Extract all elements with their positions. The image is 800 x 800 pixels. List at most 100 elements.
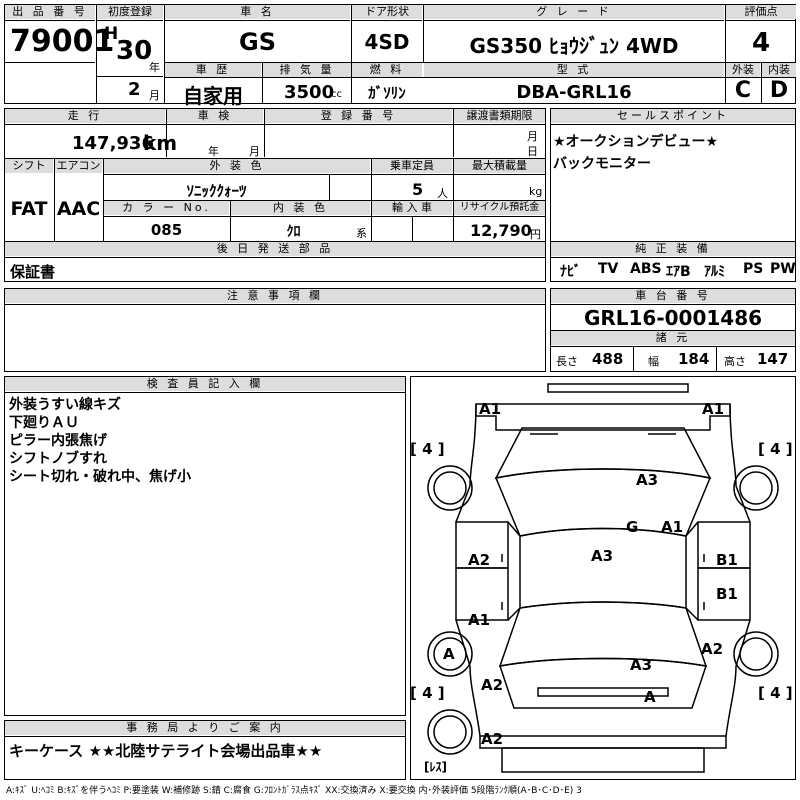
exterior-color-header: 外 装 色 [104,159,370,173]
history-header: 車 歴 [165,63,261,77]
damage-mark: A1 [661,518,684,536]
damage-mark: G [626,518,639,536]
transfer-day: 日 [527,145,538,158]
door-type-header: ドア形状 [352,5,422,19]
inspector-box [4,376,406,716]
caution-header: 注 意 事 項 欄 [5,289,545,303]
shift-header: シフト [5,159,53,173]
inspector-note-5: シート切れ・破れ中、焦げ小 [9,469,191,485]
evaluation-score: 4 [751,28,771,58]
grade-header: グ レ ー ド [424,5,724,19]
damage-mark: A2 [468,551,491,569]
sales-point-box [550,108,796,282]
tire-depth-rear-right: [ 4 ] [758,684,793,702]
legend: A:ｷｽﾞ U:ﾍｺﾐ B:ｷｽﾞを伴うﾍｺﾐ P:要塗装 W:補修跡 S:錆 … [6,786,582,796]
fuel: ｶﾞｿﾘﾝ [368,84,406,102]
damage-mark: A1 [479,400,502,418]
width-value: 184 [678,350,710,368]
interior-color-unit: 系 [356,227,367,240]
inspector-note-3: ピラー内張焦げ [9,433,107,449]
era: H [104,24,119,44]
length-value: 488 [592,350,624,368]
inspection-month: 月 [249,145,260,158]
equipment-pw: PW [770,261,796,277]
equipment-airbag: ｴｱB [666,264,691,280]
inspector-note-4: シフトノブすれ [9,451,107,467]
lot-number-header: 出 品 番 号 [5,5,95,19]
fuel-header: 燃 料 [352,63,422,77]
office-header: 事 務 局 よ り ご 案 内 [5,721,405,735]
car-name-header: 車 名 [165,5,350,19]
interior-color-header: 内 装 色 [231,201,370,215]
equipment-abs: ABS [630,261,662,277]
chassis-number-header: 車 台 番 号 [551,289,795,303]
color-number-header: カ ラ ー No. [104,201,229,215]
car-name: GS [239,28,276,56]
load-unit: kg [529,185,543,198]
damage-mark: A1 [468,611,491,629]
score-header: 評価点 [726,5,796,19]
inspector-note-1: 外装うすい線キズ [9,397,121,413]
transfer-deadline-header: 譲渡書類期限 [454,109,545,123]
height-value: 147 [757,350,789,368]
car-diagram [427,383,779,773]
grade: GS350 ﾋｮｳｼﾞｭﾝ 4WD [469,34,679,58]
spare-tire: [ﾚｽ] [424,760,447,774]
inspection-year: 年 [208,145,219,158]
damage-mark: A [644,688,656,706]
year-unit: 年 [149,61,160,74]
import-header: 輸 入 車 [372,201,452,215]
tire-depth-front-right: [ 4 ] [758,440,793,458]
model-code-header: 型 式 [424,63,724,77]
later-parts: 保証書 [10,263,56,281]
plate-header: 登 録 番 号 [265,109,452,123]
exterior-grade: C [734,78,752,103]
damage-diagram-box [410,376,796,780]
equipment-ps: PS [743,261,764,277]
registration-month: 2 [128,79,141,100]
sales-point-header: セールスポイント [551,109,795,123]
month-unit: 月 [149,89,160,102]
displacement-header: 排 気 量 [263,63,351,77]
capacity-header: 乗車定員 [372,159,452,173]
registration-year: 30 [116,36,153,66]
length-label: 長さ [556,355,578,368]
capacity-unit: 人 [437,187,448,200]
tire-depth-rear-left: [ 4 ] [410,684,445,702]
shift-type: FAT [10,198,48,220]
recycle-unit: 円 [530,228,541,241]
damage-mark: A [443,645,455,663]
vehicle-history: 自家用 [183,84,243,108]
top-info-table [4,4,796,104]
sales-point-1: ★オークションデビュー★ [553,134,719,150]
aircon-header: エアコン [55,159,102,173]
recycle-header: リサイクル預託金 [454,201,545,215]
equipment-tv: TV [598,261,619,277]
caution-box [4,288,546,372]
aircon-type: AAC [56,198,101,220]
lot-number: 79001 [10,24,115,59]
interior-color: ｸﾛ [286,224,301,240]
interior-header: 内装 [762,63,796,77]
exterior-color: ｿﾆｯｸｸｫｰﾂ [186,182,247,200]
exterior-header: 外装 [726,63,760,77]
office-box [4,720,406,780]
equipment-alloy: ｱﾙﾐ [704,264,725,280]
inspector-header: 検 査 員 記 入 欄 [5,377,405,391]
damage-mark: A3 [636,471,659,489]
mileage-unit: km [143,131,178,155]
mileage: 147,936 [72,133,154,154]
first-registration-header: 初度登録 [97,5,163,19]
standard-equipment-header: 純 正 装 備 [551,242,795,256]
tire-depth-front-left: [ 4 ] [410,440,445,458]
vehicle-details-table [4,108,546,282]
transfer-month: 月 [527,130,538,143]
equipment-navi: ﾅﾋﾞ [560,264,581,280]
inspector-note-2: 下廻りＡＵ [9,415,79,431]
displacement-unit: cc [331,89,342,100]
interior-grade: D [769,78,789,103]
model-code: DBA-GRL16 [516,82,632,103]
chassis-box [550,288,796,372]
damage-mark: A2 [701,640,724,658]
damage-mark: B1 [716,585,738,603]
